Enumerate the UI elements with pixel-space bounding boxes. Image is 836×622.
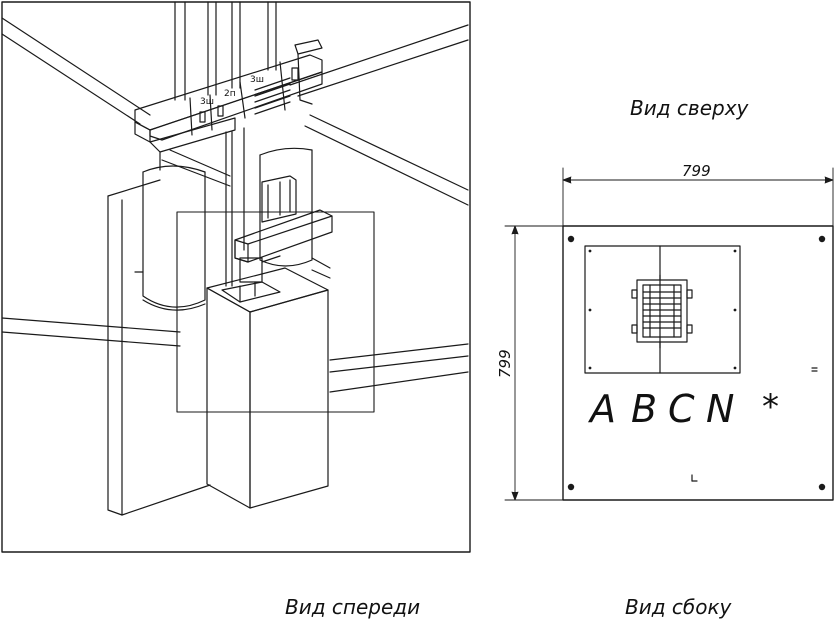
caption-front-view: Вид спереди (285, 595, 420, 619)
corner-bolts (567, 235, 826, 491)
bus-duct (234, 175, 333, 283)
cylinders (134, 147, 331, 311)
cover-screws (588, 249, 737, 370)
phase-letter-c: C (668, 387, 695, 431)
wall-panel (107, 179, 211, 516)
ground-symbol: * (762, 387, 779, 427)
caption-top-view: Вид сверху (630, 96, 750, 120)
cabinet-block (206, 267, 329, 509)
bus-label-2: 2п (224, 89, 236, 99)
dimension-height-label: 799 (496, 349, 514, 378)
busbar-assembly (631, 274, 693, 349)
bus-label-1: 3ш (200, 97, 214, 107)
phase-letter-b: B (631, 387, 657, 431)
phase-letter-a: A (587, 387, 616, 431)
plate-outline (562, 225, 834, 501)
view-frame (1, 1, 471, 553)
vertical-ducts (225, 127, 245, 287)
dimension-width-label: 799 (682, 162, 711, 180)
width-dimension (562, 167, 834, 227)
busbar-frame (134, 39, 323, 187)
height-dimension (504, 225, 564, 501)
phase-letter-n: N (706, 387, 734, 431)
caption-side-view: Вид сбоку (625, 595, 733, 619)
inner-cover (584, 245, 741, 374)
plan-view (504, 167, 834, 501)
isometric-view: 3ш 2п 3ш (1, 1, 471, 553)
support-rods (174, 1, 277, 101)
room-lines (1, 17, 469, 393)
section-rectangle (176, 211, 375, 413)
bus-label-3: 3ш (250, 75, 264, 85)
